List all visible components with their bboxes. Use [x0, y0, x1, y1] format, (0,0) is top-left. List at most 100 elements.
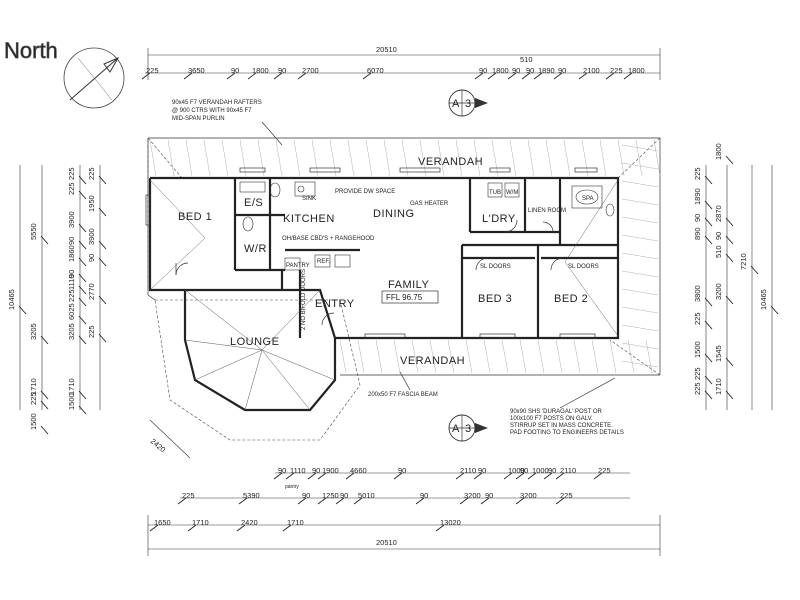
diagonal-dim-text: 2420 — [149, 437, 168, 455]
bot1-dim-11: 90 — [548, 466, 556, 475]
right1-5: 225 — [693, 312, 702, 325]
right2-4: 3200 — [714, 283, 723, 300]
dim-tick — [362, 72, 372, 80]
verandah-hatch-stroke — [635, 139, 643, 177]
room-ldry: L'DRY — [482, 213, 516, 225]
dim-tick — [704, 175, 713, 185]
room-family: FAMILY — [388, 279, 429, 291]
sl-doors-2: SL DOORS — [568, 264, 599, 270]
verandah-hatch-stroke — [591, 339, 599, 374]
building-walls — [148, 176, 620, 412]
dim-tick — [521, 72, 531, 80]
dim-tick — [177, 497, 187, 505]
verandah-hatch-stroke — [621, 162, 659, 170]
dim-tick — [750, 265, 759, 275]
room-bed1: BED 1 — [178, 211, 212, 223]
left3-9: 3205 — [67, 323, 76, 340]
bot1-dim-12: 2110 — [560, 466, 576, 475]
dim-tick — [78, 390, 87, 400]
right2-5: 1545 — [714, 345, 723, 362]
dim-tick — [533, 72, 543, 80]
dim-tick — [555, 497, 565, 505]
top-dim-0: 225 — [146, 66, 159, 75]
room-wir: W/R — [244, 243, 267, 255]
dim-tick — [605, 72, 615, 80]
dim-tick — [725, 253, 734, 263]
fascia-note: 200x50 F7 FASCIA BEAM — [368, 392, 438, 398]
bot2-dim-1: 5390 — [243, 491, 260, 500]
dim-tick — [704, 390, 713, 400]
verandah-outline — [147, 137, 661, 376]
bot1-dim-7: 90 — [478, 466, 486, 475]
lounge-roof-lines — [154, 289, 361, 441]
top-dim-13: 2100 — [583, 66, 600, 75]
ffl-box — [381, 290, 439, 304]
dim-tick — [593, 472, 603, 480]
bot1-dim-2: 90 — [312, 466, 320, 475]
verandah-hatch-stroke — [257, 139, 265, 177]
dim-tick — [725, 235, 734, 245]
pantry-dim-note: pantry — [285, 484, 299, 490]
dim-tick — [98, 333, 107, 343]
verandah-hatch-stroke — [411, 339, 419, 374]
verandah-hatch-stroke — [149, 139, 157, 177]
verandah-hatch-stroke — [465, 339, 473, 374]
right1-2: 90 — [693, 214, 702, 222]
plan-labels: FFL 96.75 GAS HEATER PROVIDE DW SPACE OH… — [282, 189, 599, 330]
dim-tick — [282, 524, 292, 532]
verandah-hatch-stroke — [447, 339, 455, 374]
top-overall-dim: 20510 — [376, 45, 397, 54]
section-marker-bottom: A 3 — [448, 414, 488, 442]
left4-0: 225 — [87, 167, 96, 180]
verandah-hatch-stroke — [563, 139, 571, 177]
verandah-hatch-stroke — [347, 139, 355, 177]
bot1-dim-9: 90 — [520, 466, 528, 475]
dim-tick — [78, 273, 87, 283]
dim-tick — [435, 524, 445, 532]
bot1-dim-10: 1000 — [532, 466, 549, 475]
verandah-hatch-stroke — [621, 288, 659, 296]
right1-1: 1890 — [693, 188, 702, 205]
doors-windows — [145, 167, 598, 339]
verandah-hatch-stroke — [645, 339, 653, 374]
verandah-hatch-stroke — [621, 342, 659, 350]
bot3-dim-2: 2420 — [241, 518, 258, 527]
dim-tick — [704, 297, 713, 307]
left4-2: 3900 — [87, 228, 96, 245]
spa-label: SPA — [582, 196, 594, 202]
dim-tick — [141, 72, 151, 80]
top-dim-4: 90 — [278, 66, 286, 75]
dim-tick — [273, 72, 283, 80]
verandah-hatch-stroke — [221, 139, 229, 177]
post-note-line3: STIRRUP SET IN MASS CONCRETE. — [510, 423, 613, 429]
left3-2: 3900 — [67, 211, 76, 228]
verandah-hatch-stroke — [617, 139, 625, 177]
dim-tick — [78, 315, 87, 325]
dim-tick — [725, 390, 734, 400]
right-dimensions: 2251890908903800225150022522518002870905… — [693, 143, 779, 410]
right3-0: 7210 — [739, 253, 748, 270]
verandah-hatch-stroke — [545, 139, 553, 177]
verandah-hatch-stroke — [339, 339, 347, 374]
dim-tick — [415, 497, 425, 505]
post-note-line4: PAD FOOTING TO ENGINEERS DETAILS — [510, 430, 624, 436]
ffl-label: FFL 96.75 — [386, 293, 423, 302]
room-verandah-bottom: VERANDAH — [400, 355, 465, 367]
verandah-hatch-stroke — [483, 339, 491, 374]
verandah-hatch-stroke — [527, 139, 535, 177]
dim-tick — [515, 472, 525, 480]
left3-3: 90 — [67, 237, 76, 245]
dim-tick — [623, 72, 633, 80]
dim-tick — [335, 497, 345, 505]
left2-2: 1710 — [29, 378, 38, 395]
right2-1: 2870 — [714, 205, 723, 222]
dim-tick — [515, 497, 525, 505]
bottom-overall-dim: 20510 — [376, 538, 397, 547]
dim-tick — [40, 335, 49, 345]
bot3-dim-3: 1710 — [287, 518, 304, 527]
top-dim-11: 1890 — [538, 66, 555, 75]
dim-tick — [578, 72, 588, 80]
verandah-hatch-stroke — [311, 139, 319, 177]
dim-tick — [459, 497, 469, 505]
